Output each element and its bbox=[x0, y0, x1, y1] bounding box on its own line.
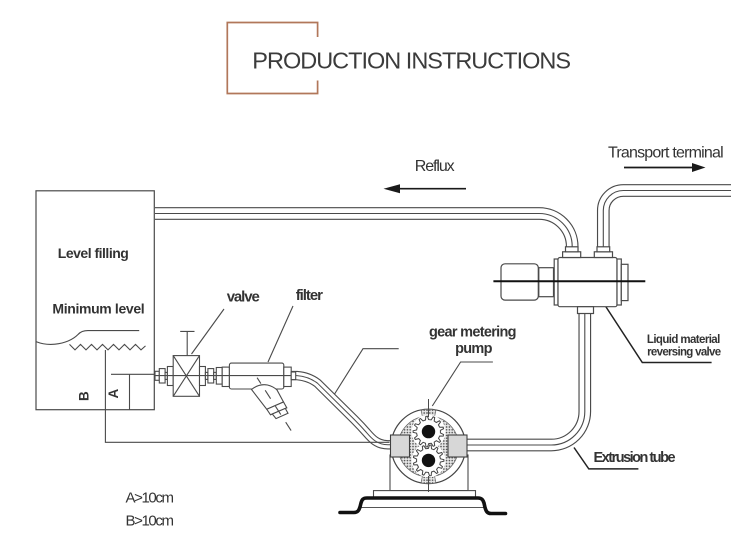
svg-text:A>10cm: A>10cm bbox=[126, 490, 174, 507]
svg-text:Minimum level: Minimum level bbox=[52, 301, 144, 317]
svg-text:PRODUCTION INSTRUCTIONS: PRODUCTION INSTRUCTIONS bbox=[252, 48, 570, 74]
svg-text:Transport terminal: Transport terminal bbox=[608, 144, 723, 161]
svg-text:Extrusion tube: Extrusion tube bbox=[594, 450, 676, 466]
svg-text:Level filling: Level filling bbox=[58, 245, 129, 261]
svg-text:valve: valve bbox=[227, 289, 260, 306]
svg-text:pump: pump bbox=[455, 341, 493, 357]
svg-text:gear metering: gear metering bbox=[429, 325, 516, 341]
svg-text:B>10cm: B>10cm bbox=[126, 513, 174, 530]
svg-text:Liquid material: Liquid material bbox=[647, 334, 720, 346]
svg-text:Reflux: Reflux bbox=[415, 158, 455, 175]
svg-text:reversing valve: reversing valve bbox=[647, 346, 721, 358]
svg-text:B: B bbox=[77, 391, 92, 401]
svg-text:filter: filter bbox=[296, 287, 323, 304]
svg-text:A: A bbox=[106, 389, 121, 399]
